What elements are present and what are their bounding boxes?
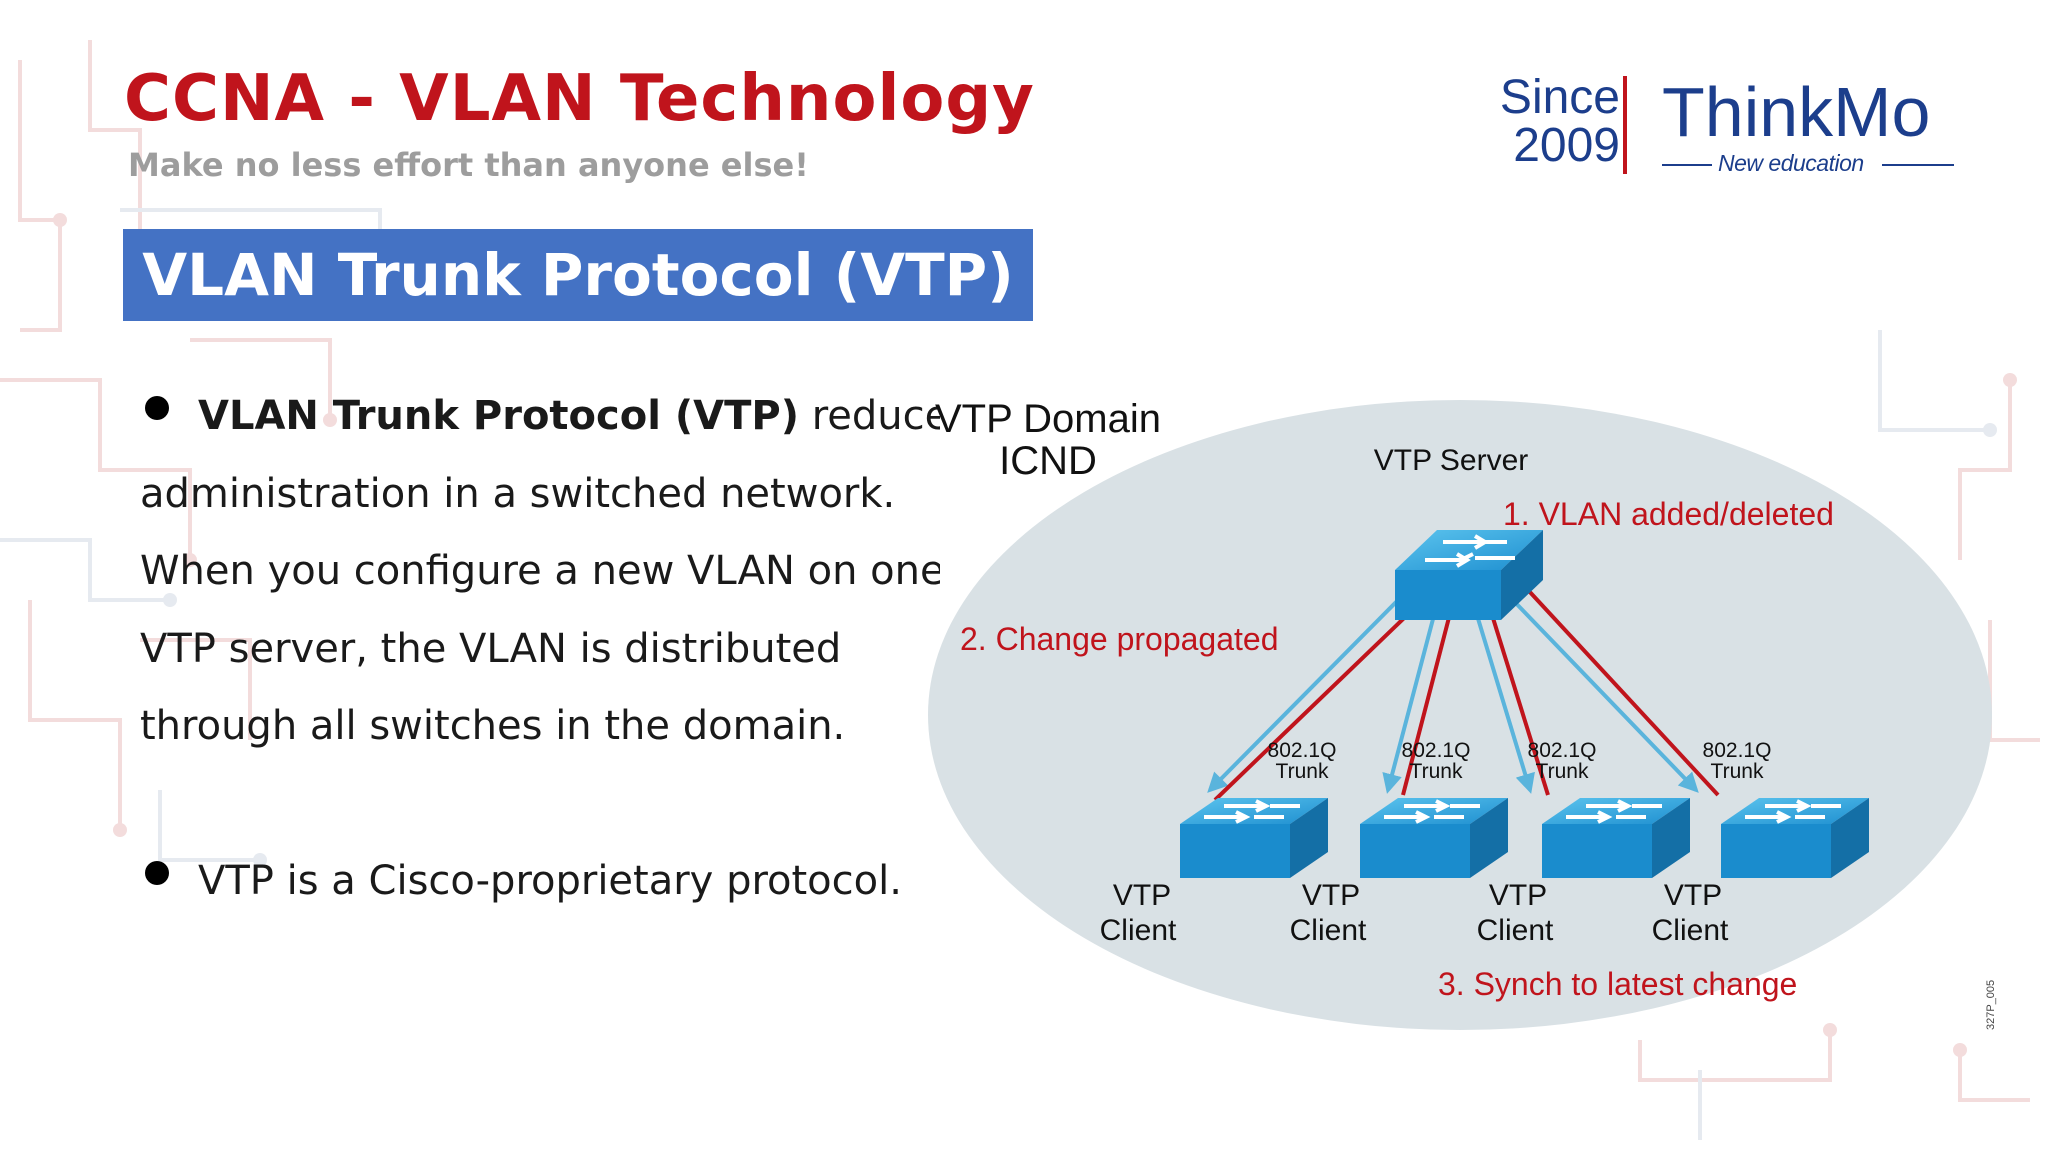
logo-since-word: Since [1499,71,1620,124]
vtp-domain-ellipse [928,400,1992,1030]
client-label-4: VTP [1664,879,1722,912]
trunk-label-2: 802.1Q [1402,739,1471,762]
trunk-line [1486,601,1550,796]
trunk-label-1: 802.1Q [1268,739,1337,762]
vtp-client-switch-icon [1721,798,1869,878]
logo-tag-rule-right [1882,164,1954,166]
vtp-domain-label: VTP Domain ICND [928,398,1168,482]
bullet-line: VTP server, the VLAN is distributed [140,625,842,672]
bullet-lead-rest: reduces [811,393,940,439]
logo-since: Since 2009 [1488,74,1620,170]
page-subtitle: Make no less effort than anyone else! [128,146,809,184]
vtp-server-label: VTP Server [1374,444,1529,477]
trunk-line [1401,601,1455,796]
client-label-2: Client [1290,914,1367,947]
trunk-label-1: Trunk [1276,760,1329,783]
section-banner: VLAN Trunk Protocol (VTP) [123,229,1033,321]
bullet-line: through all switches in the domain. [140,703,846,749]
vtp-domain-id: ICND [999,439,1097,483]
thinkmo-logo: Since 2009 ThinkMo New education [1480,68,1960,188]
propagation-arrow [1506,593,1699,793]
bullet-item-cisco-proprietary: VTP is a Cisco-proprietary protocol. [140,843,940,919]
bullet-dot-icon [145,396,169,420]
bullet-line: administration in a switched network. [140,470,896,517]
propagation-arrow [1382,599,1440,794]
vtp-client-switch-icon [1542,798,1690,878]
trunk-label-2: Trunk [1410,760,1463,783]
logo-tagline: New education [1718,150,1864,176]
trunk-label-4: Trunk [1711,760,1764,783]
bullet-lead-text: VLAN Trunk Protocol (VTP) [198,393,799,439]
bullet-item-vtp-definition: VLAN Trunk Protocol (VTP) reduces admini… [140,378,940,766]
step-1-label: 1. VLAN added/deleted [1503,496,1834,532]
vtp-server-switch-icon [1395,530,1543,620]
logo-name: ThinkMo [1662,73,1931,151]
bullet-line: VTP is a Cisco-proprietary protocol. [198,857,902,904]
client-label-4: Client [1652,914,1729,947]
vtp-client-switch-icon [1180,798,1328,878]
vtp-client-switch-icon [1360,798,1508,878]
logo-since-year: 2009 [1513,119,1620,172]
client-label-3: Client [1477,914,1554,947]
trunk-line [1526,588,1720,797]
trunk-line [1213,593,1430,802]
trunk-label-4: 802.1Q [1703,739,1772,762]
vtp-domain-diagram: VTP Server 1. VLAN added/deleted 2. Chan… [928,400,1992,1030]
bullet-first-line: VLAN Trunk Protocol (VTP) reduces [140,378,940,456]
propagation-arrow [1471,601,1535,794]
vtp-domain-name: VTP Domain [934,397,1161,441]
trunk-label-3: 802.1Q [1528,739,1597,762]
step-2-label: 2. Change propagated [960,621,1278,657]
logo-divider [1623,76,1627,174]
trunk-label-3: Trunk [1536,760,1589,783]
figure-code: 327P_005 [1985,979,1997,1030]
page-title: CCNA - VLAN Technology [124,62,1035,136]
client-label-3: VTP [1489,879,1547,912]
bullet-line: When you configure a new VLAN on one [140,548,940,594]
client-label-1: Client [1100,914,1177,947]
bullet-dot-icon [145,860,169,885]
trunk-links [1207,588,1720,802]
propagation-arrow [1207,588,1410,793]
client-label-2: VTP [1302,879,1360,912]
client-label-1: VTP [1113,879,1171,912]
section-banner-text: VLAN Trunk Protocol (VTP) [142,241,1014,309]
logo-tag-rule-left [1662,164,1712,166]
step-3-label: 3. Synch to latest change [1438,966,1797,1002]
bullet-list: VLAN Trunk Protocol (VTP) reduces admini… [140,378,940,918]
